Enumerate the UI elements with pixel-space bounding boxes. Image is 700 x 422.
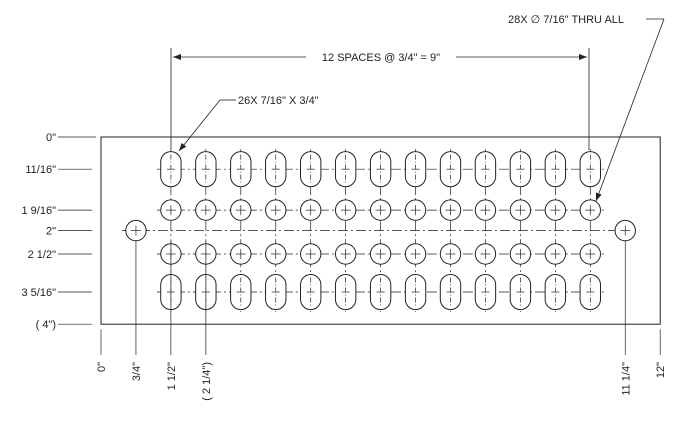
x-dim-label: 12" (655, 362, 667, 378)
plate-outline (100, 136, 661, 325)
slot-leader-line (178, 99, 221, 152)
y-dim-label: ( 4") (36, 319, 56, 331)
y-dim-label: 0" (46, 132, 56, 144)
y-dim-label: 2 1/2" (28, 249, 56, 261)
slot-note: 26X 7/16" X 3/4" (238, 95, 319, 107)
y-dim-label: 2" (46, 226, 56, 238)
x-dim-label: 1 1/2" (166, 362, 178, 390)
horizontal-ordinate-dimensions: 0" 3/4" 1 1/2" ( 2 1/4") 11 1/4" 12" (96, 240, 667, 401)
hole-note: 28X ∅ 7/16" THRU ALL (508, 14, 624, 26)
hole-leader: 28X ∅ 7/16" THRU ALL (508, 14, 665, 202)
y-dim-label: 1 9/16" (22, 205, 57, 217)
slot-leader: 26X 7/16" X 3/4" (178, 95, 319, 152)
hole-leader-line (595, 18, 665, 202)
x-dim-label: ( 2 1/4") (201, 362, 213, 401)
x-dim-label: 11 1/4" (620, 362, 632, 396)
y-dim-label: 11/16" (25, 164, 56, 176)
spacing-note: 12 SPACES @ 3/4" = 9" (322, 52, 440, 64)
x-dim-label: 0" (96, 362, 108, 372)
features (125, 151, 636, 311)
vertical-ordinate-dimensions: 0" 11/16" 1 9/16" 2" 2 1/2" 3 5/16" ( 4") (22, 132, 96, 331)
x-dim-label: 3/4" (131, 362, 143, 381)
y-dim-label: 3 5/16" (22, 287, 57, 299)
spacing-dimension: 12 SPACES @ 3/4" = 9" (170, 48, 590, 150)
